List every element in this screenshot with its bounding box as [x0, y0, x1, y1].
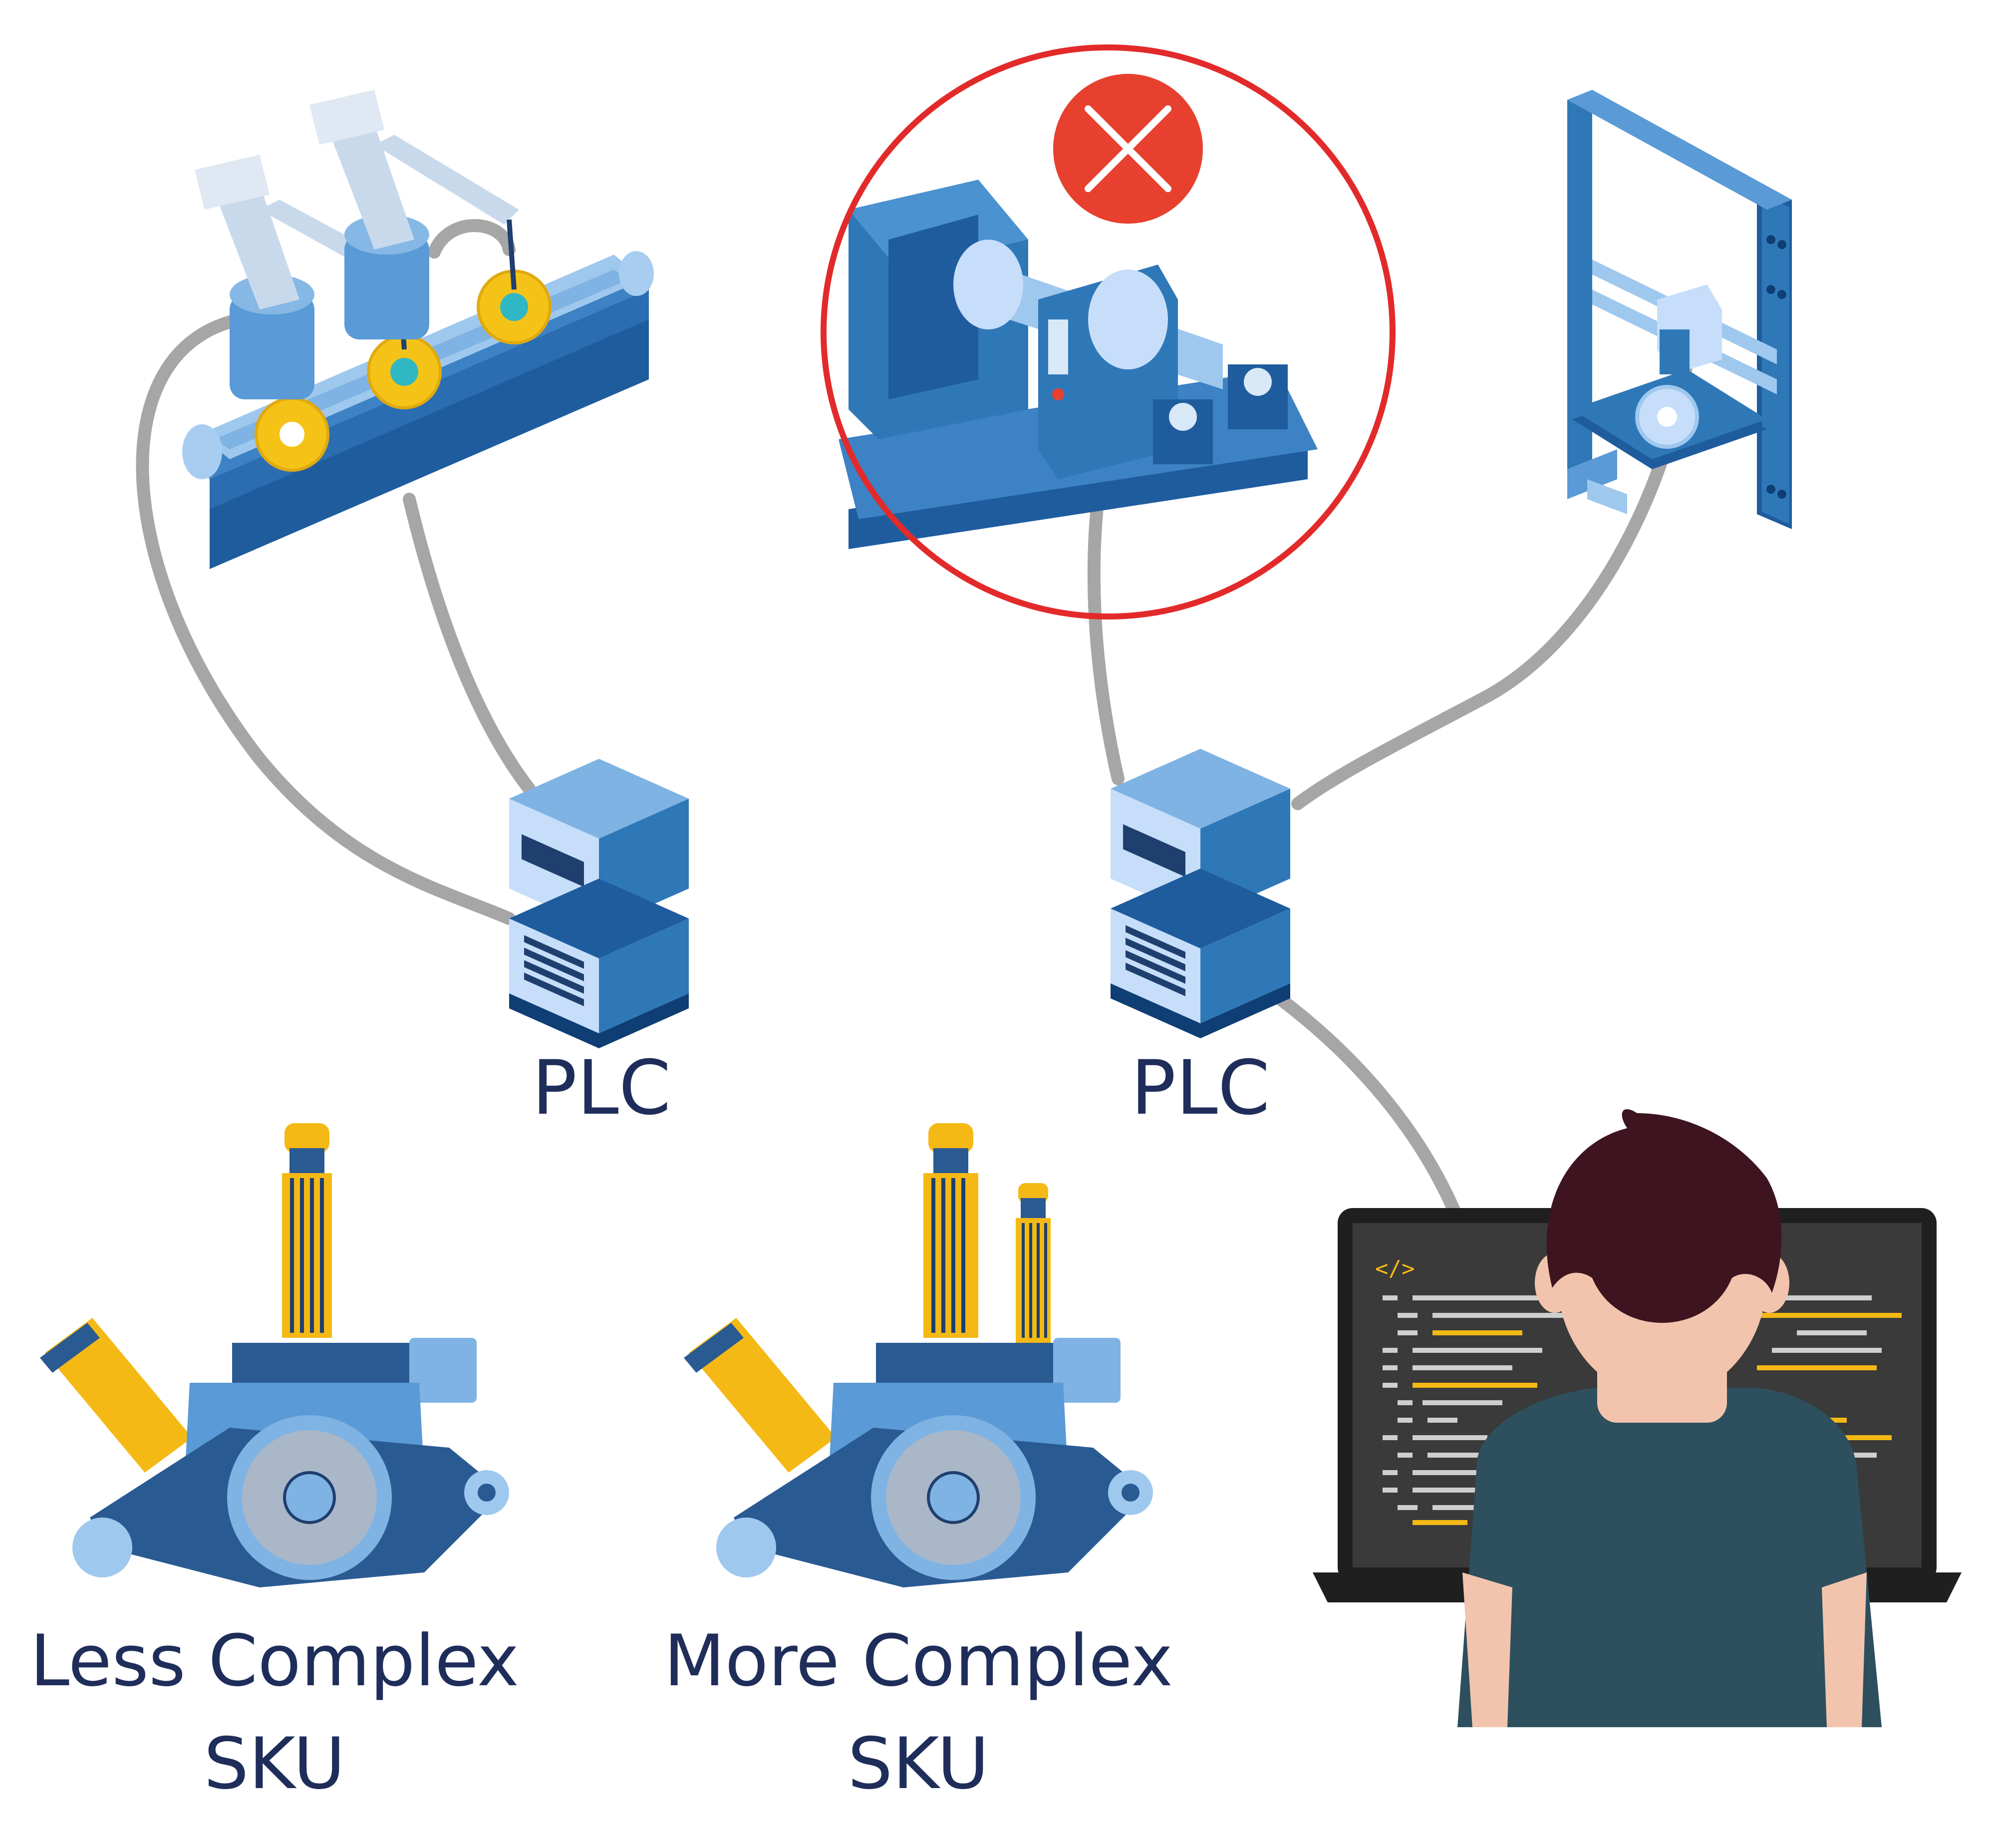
cable-conveyor-top-loop: [428, 219, 516, 259]
sku-label-less-line1: Less Complex: [30, 1620, 519, 1702]
plc-label-left: PLC: [532, 1045, 671, 1132]
plc-server-icon: [1111, 749, 1290, 1038]
error-x-icon: [1053, 74, 1203, 224]
plc-label-right: PLC: [1131, 1045, 1270, 1132]
highlight-ring: [821, 44, 1396, 619]
cable-plc-to-laptop: [1266, 987, 1464, 1225]
lathe-machine-icon: [839, 180, 1318, 549]
code-lines: [1383, 1295, 1902, 1525]
cable-conveyor-right-to-plc: [403, 493, 536, 795]
sku-label-less-line2: SKU: [204, 1722, 345, 1805]
engine-part-icon: [684, 1123, 1153, 1587]
sku-label-more-complex: More Complex SKU: [644, 1610, 1193, 1816]
3d-printer-icon: [1567, 90, 1792, 529]
sku-label-more-line2: SKU: [848, 1722, 989, 1805]
sku-label-less-complex: Less Complex SKU: [0, 1610, 549, 1816]
plc-server-icon: [509, 759, 689, 1048]
robot-conveyor-icon: [182, 90, 654, 569]
cable-conveyor-left-to-plc: [136, 313, 516, 925]
code-tag: </>: [1375, 1256, 1415, 1281]
engine-part-icon: [40, 1123, 509, 1587]
developer-at-laptop-icon: [1313, 1109, 1962, 1727]
sku-label-more-line1: More Complex: [663, 1620, 1173, 1702]
